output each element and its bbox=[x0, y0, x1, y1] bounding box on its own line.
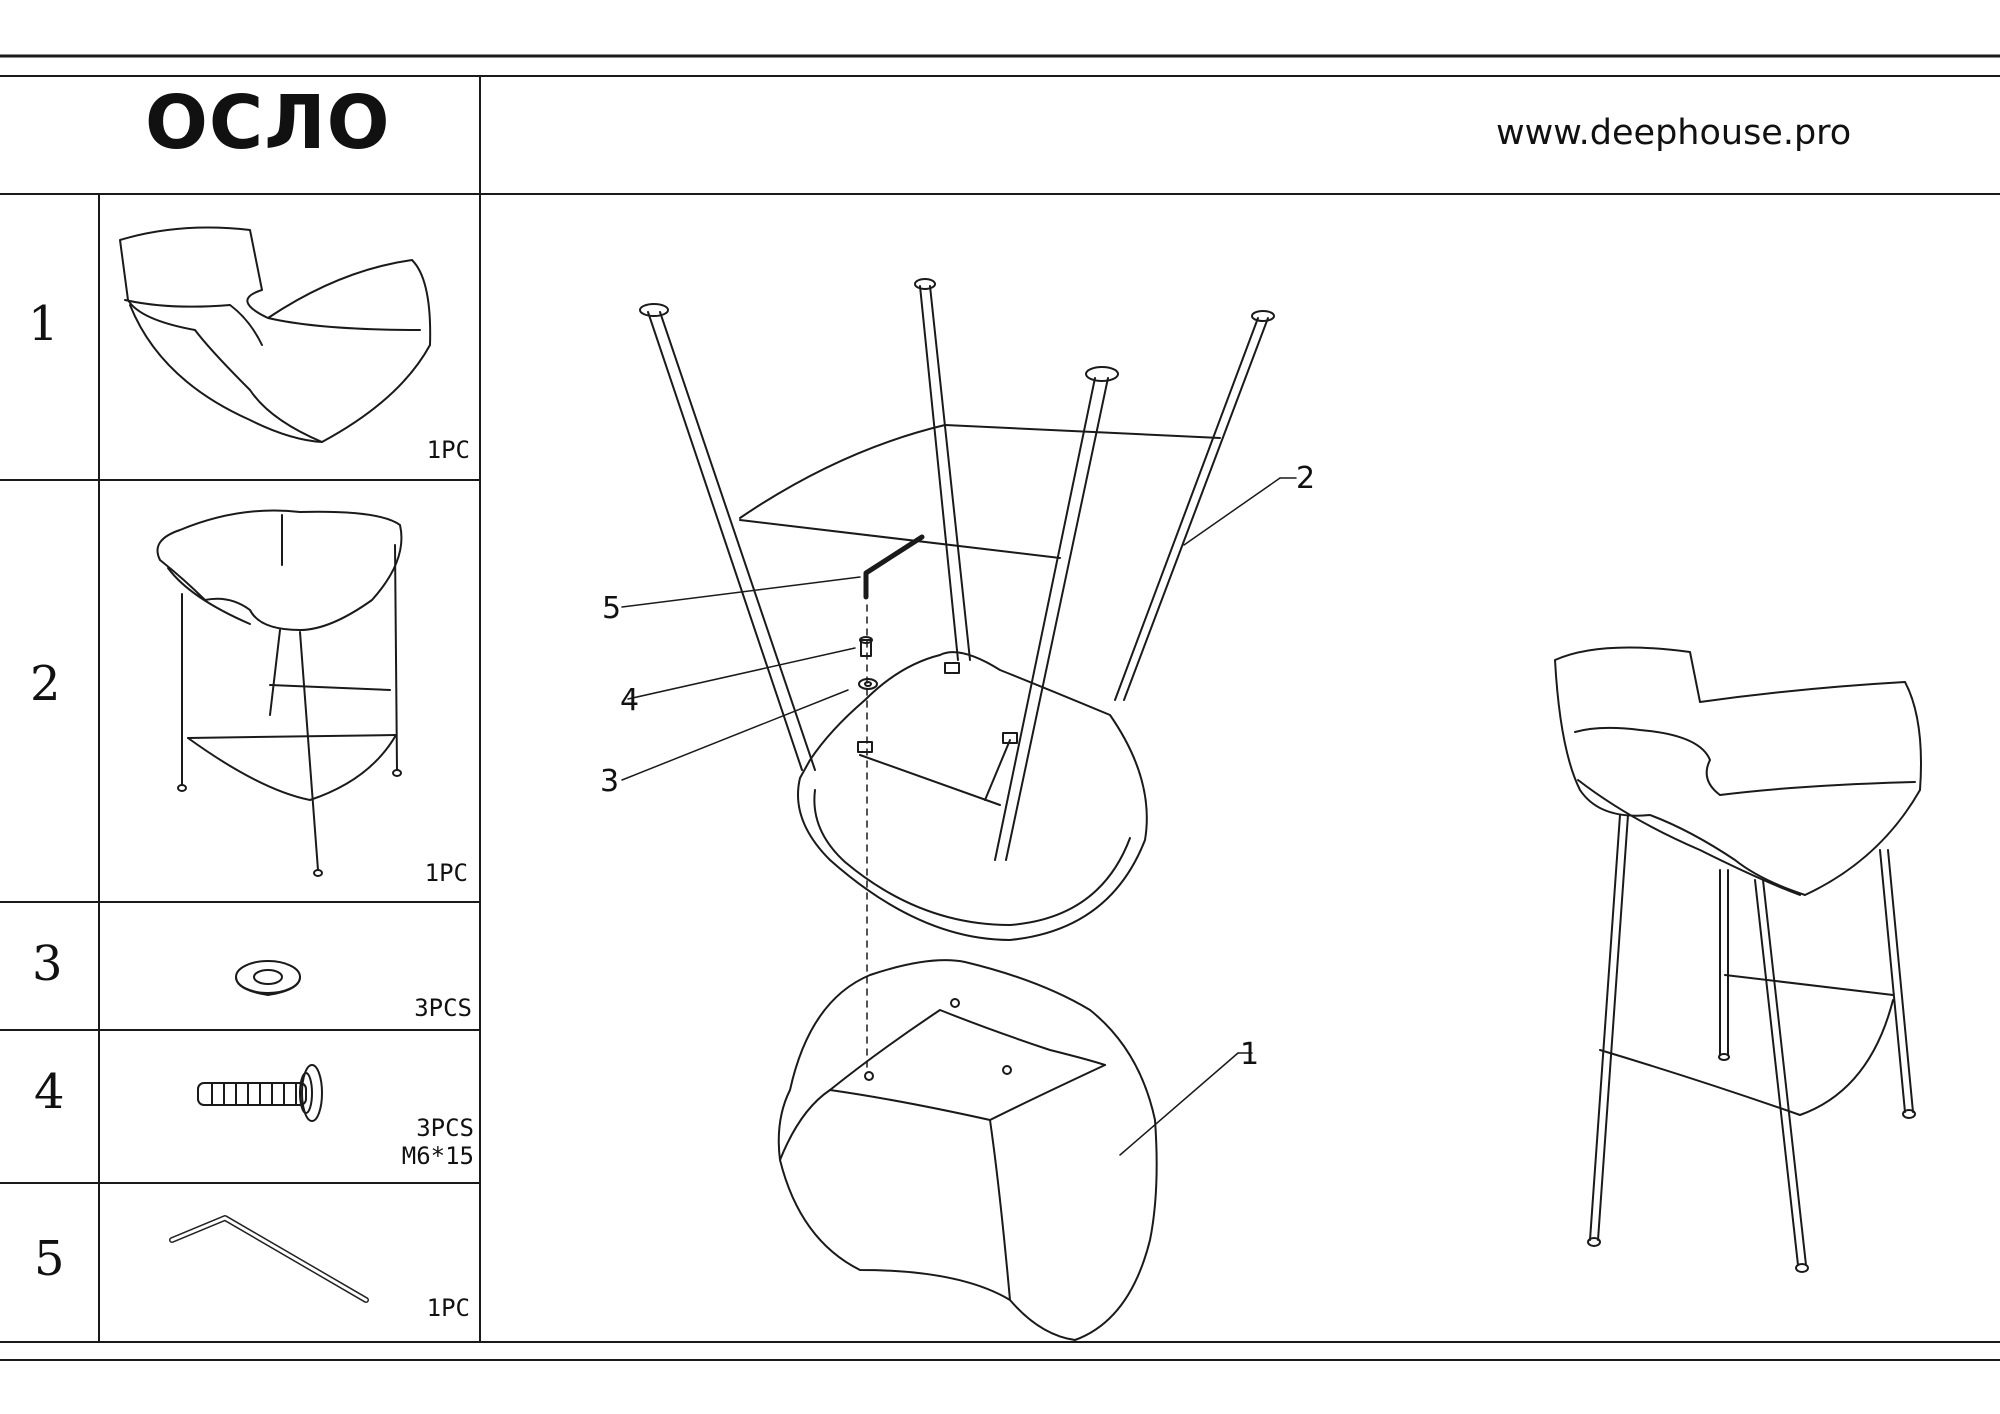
part-quantity-3: 3PCS bbox=[414, 994, 472, 1022]
part-number-5: 5 bbox=[34, 1231, 65, 1287]
exploded-frame-icon bbox=[640, 279, 1274, 940]
product-title: ОСЛО bbox=[145, 80, 391, 166]
exploded-seat-icon bbox=[779, 960, 1157, 1340]
callout-1: 1 bbox=[1240, 1037, 1260, 1072]
part-number-3: 3 bbox=[32, 936, 63, 992]
callout-5: 5 bbox=[602, 591, 622, 626]
washer-icon bbox=[236, 961, 300, 995]
bolt-icon bbox=[198, 1065, 322, 1121]
callout-4: 4 bbox=[620, 683, 640, 718]
part-spec-4: M6*15 bbox=[401, 1141, 474, 1170]
part-quantity-1: 1PC bbox=[426, 436, 470, 464]
sheet-border bbox=[0, 56, 2000, 1360]
seat-cushion-icon bbox=[120, 228, 430, 442]
website-url: www.deephouse.pro bbox=[1496, 113, 1852, 153]
part-quantity-4: 3PCS M6*15 bbox=[401, 1114, 474, 1170]
metal-frame-icon bbox=[158, 510, 402, 876]
hex-key-icon bbox=[172, 1218, 366, 1300]
part-quantity-4-count: 3PCS bbox=[416, 1114, 474, 1142]
part-number-1: 1 bbox=[28, 296, 59, 352]
part-quantity-2: 1PC bbox=[424, 859, 468, 887]
part-quantity-5: 1PC bbox=[426, 1294, 470, 1322]
exploded-hardware-icon bbox=[859, 537, 922, 1072]
callout-leaders bbox=[622, 478, 1296, 1155]
part-number-4: 4 bbox=[34, 1064, 65, 1120]
part-number-2: 2 bbox=[30, 656, 61, 712]
callout-2: 2 bbox=[1296, 461, 1316, 496]
assembled-stool-icon bbox=[1555, 648, 1921, 1273]
callout-3: 3 bbox=[600, 764, 620, 799]
